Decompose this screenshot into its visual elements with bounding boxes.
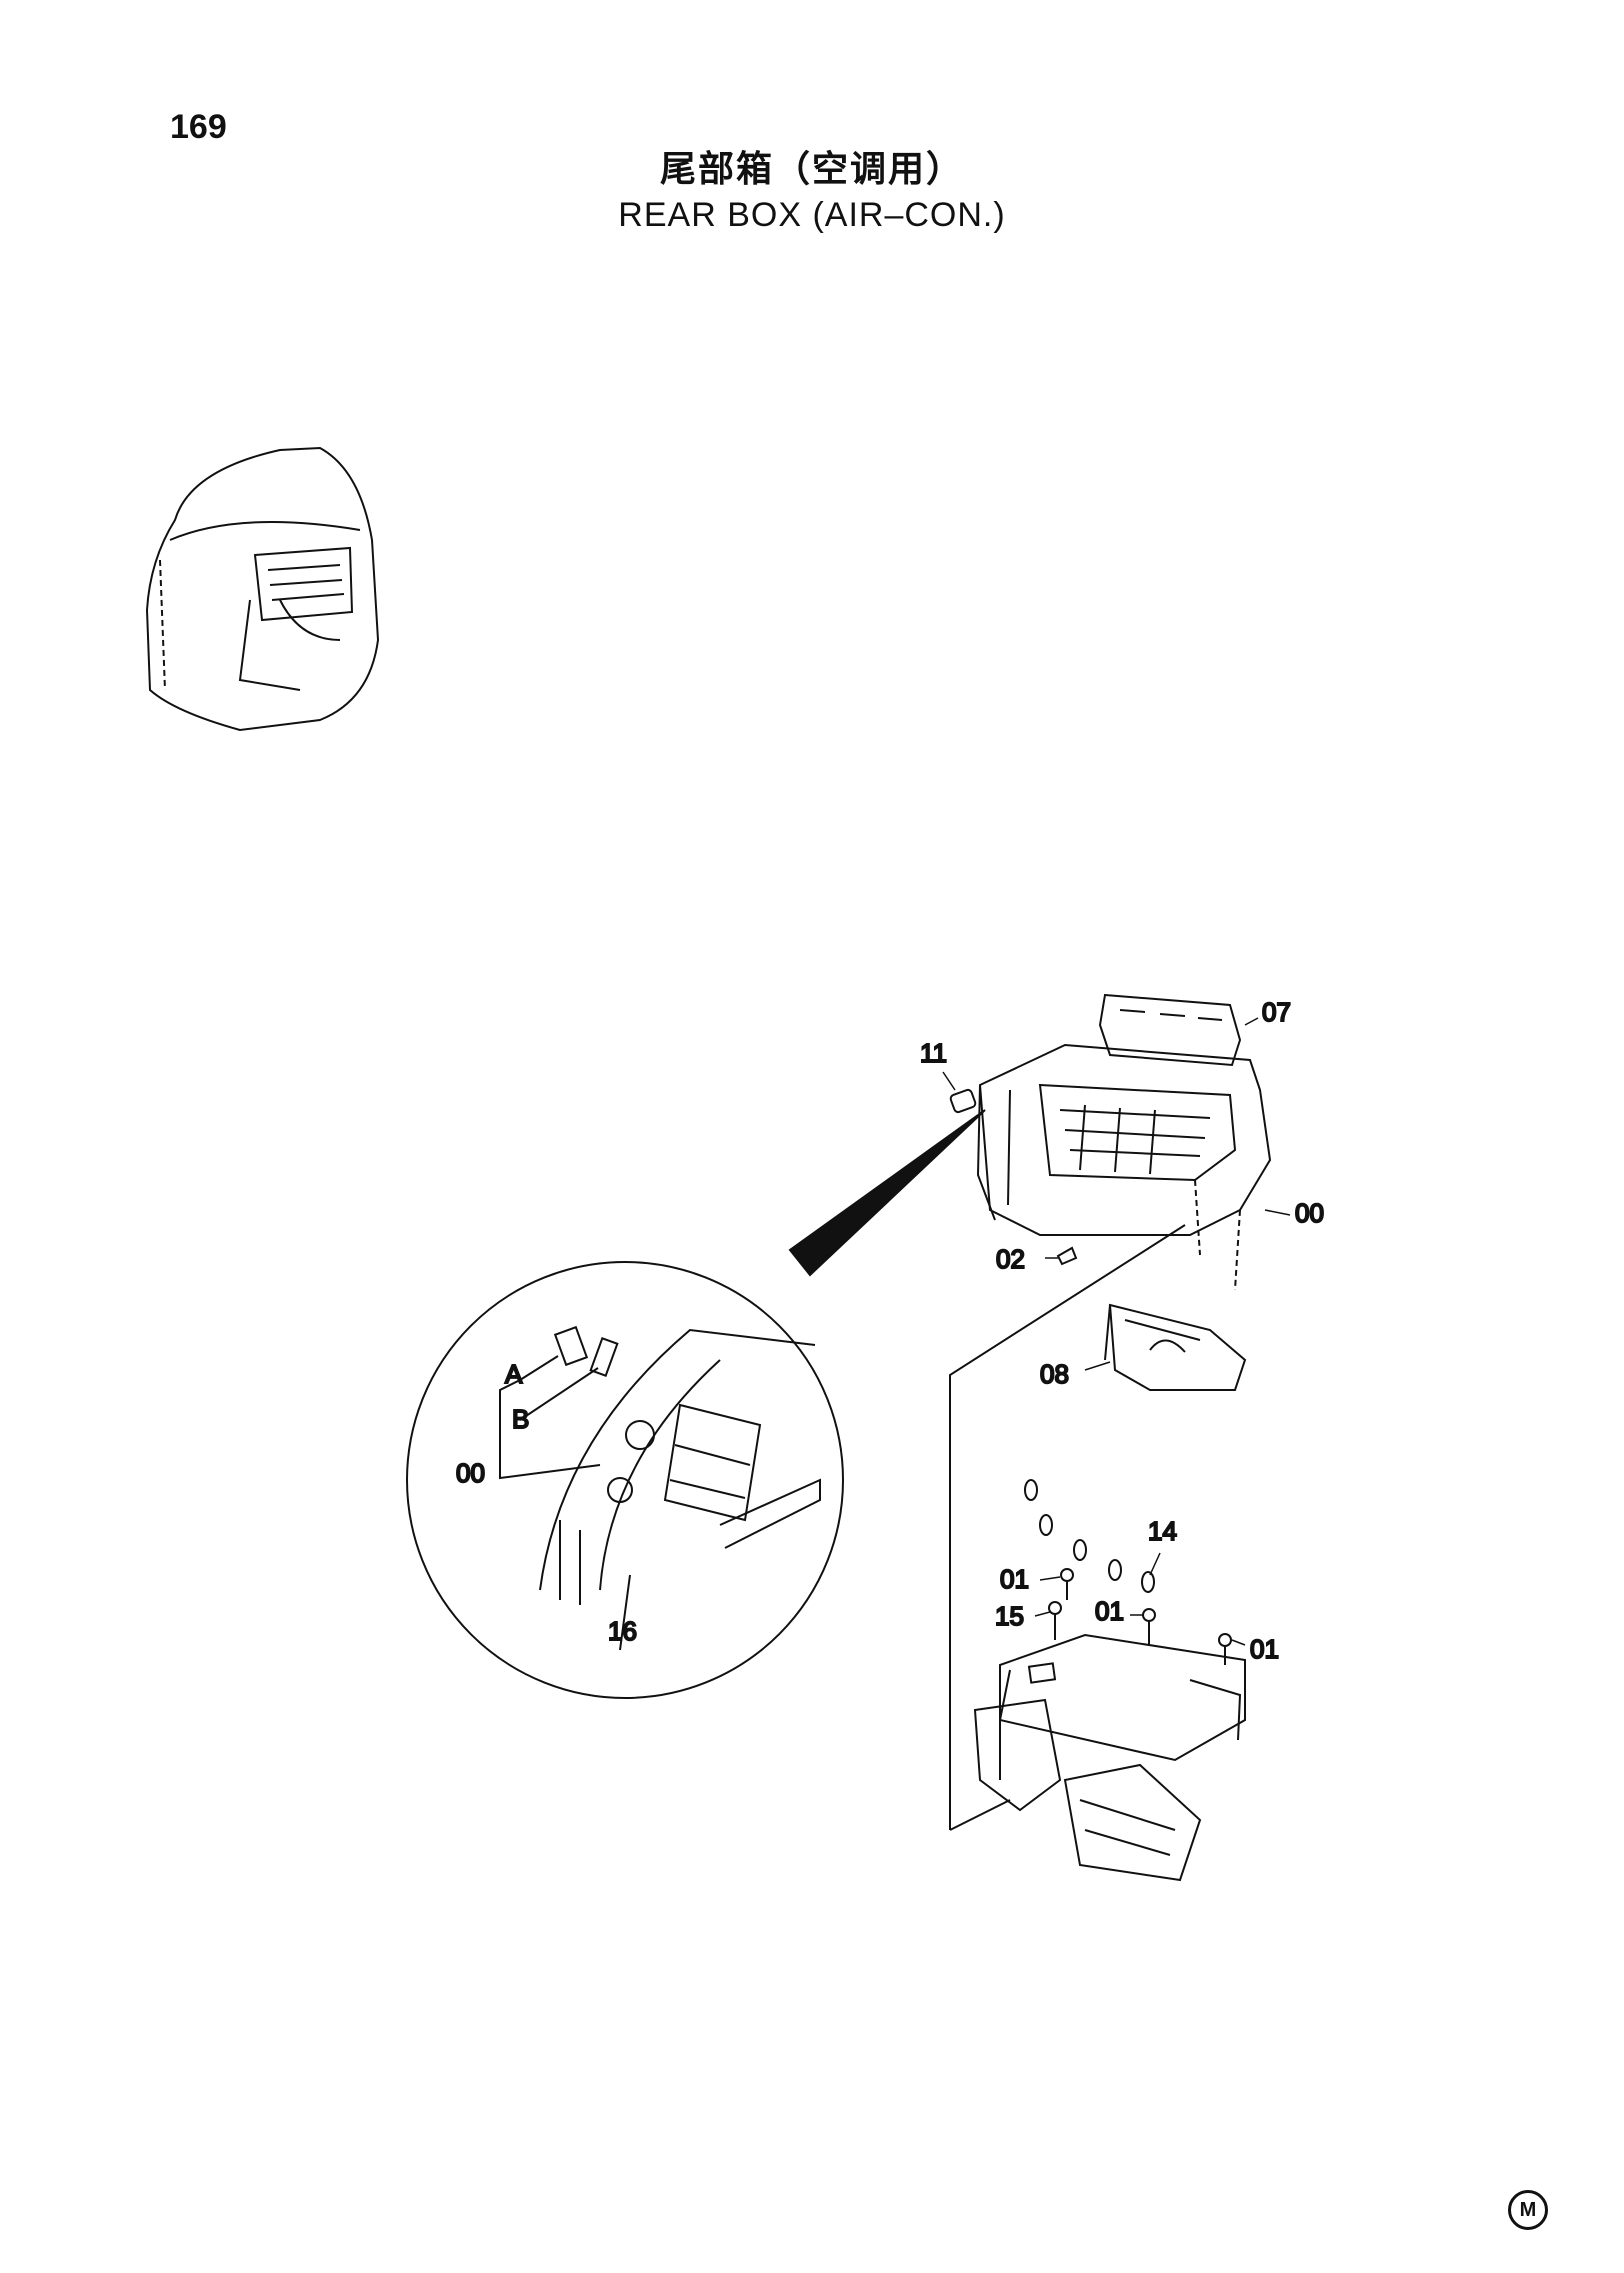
page-number: 169 <box>170 108 227 146</box>
lower-frame-assembly <box>973 1633 1246 1882</box>
rear-box-assembly <box>976 1043 1272 1291</box>
bracket-assembly <box>1104 1303 1247 1391</box>
detail-bracket-lines <box>499 1355 631 1651</box>
plug-part <box>949 1088 977 1114</box>
cab-overview-illustration <box>145 446 380 732</box>
callout-11: 11 <box>920 1038 947 1068</box>
callout-01-right: 01 <box>1250 1634 1279 1664</box>
callout-01-middle: 01 <box>1095 1596 1124 1626</box>
screw-part <box>1056 1246 1078 1266</box>
callout-14: 14 <box>1148 1516 1177 1546</box>
detail-leader <box>788 1109 986 1277</box>
assembly-connection-line <box>949 1224 1186 1831</box>
callout-a: A <box>505 1359 523 1389</box>
callout-02: 02 <box>996 1244 1025 1274</box>
corner-circle-mark: M <box>1508 2190 1548 2230</box>
callout-16: 16 <box>608 1616 637 1646</box>
rear-box-cover <box>1098 993 1242 1067</box>
clamp-parts <box>1024 1479 1155 1593</box>
callout-15: 15 <box>995 1601 1024 1631</box>
callout-leaders <box>942 1017 1291 1646</box>
callout-01-left: 01 <box>1000 1564 1029 1594</box>
callout-b: B <box>512 1404 529 1434</box>
callout-07: 07 <box>1262 997 1291 1027</box>
callout-00: 00 <box>1295 1198 1324 1228</box>
bolt-parts <box>1048 1568 1232 1665</box>
callout-08: 08 <box>1040 1359 1069 1389</box>
page-title-english: REAR BOX (AIR–CON.) <box>618 196 1006 234</box>
callout-00-detail: 00 <box>456 1458 485 1488</box>
detail-view <box>406 1261 844 1699</box>
page-title-chinese: 尾部箱（空调用） <box>659 149 964 190</box>
